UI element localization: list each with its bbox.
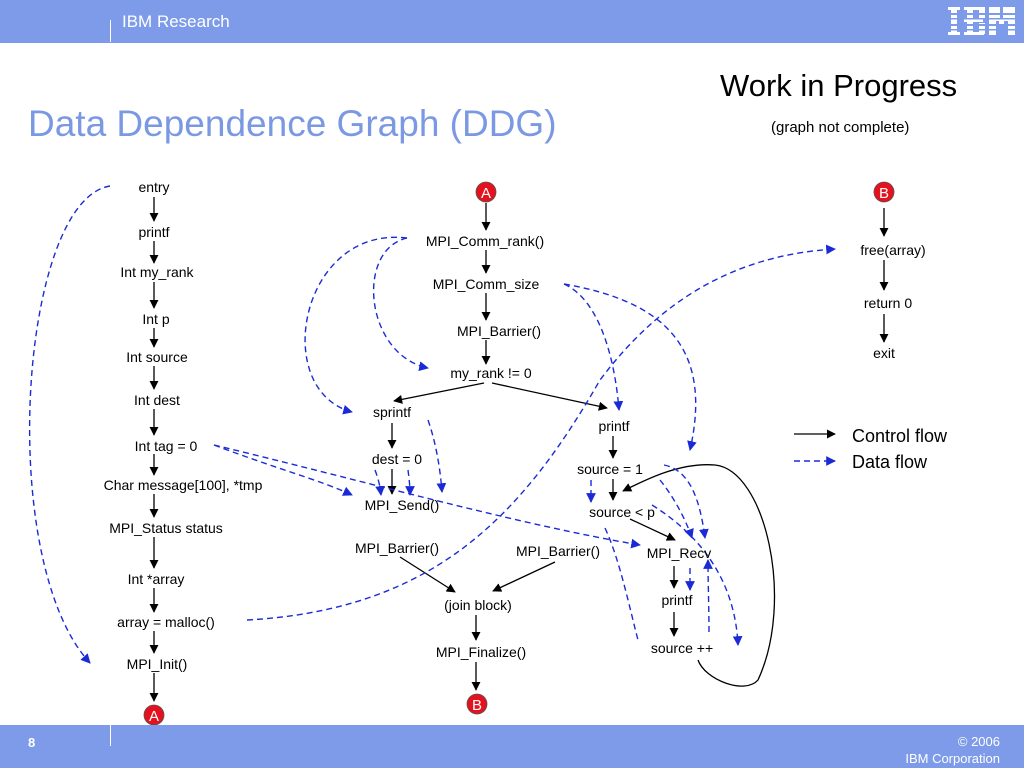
node-int-p: Int p (142, 311, 169, 327)
copyright-corp: IBM Corporation (905, 751, 1000, 766)
node-my-rank-ne0: my_rank != 0 (450, 365, 532, 381)
badge-b-bottom: B (466, 693, 488, 715)
node-exit: exit (873, 345, 895, 361)
copyright: © 2006 IBM Corporation (905, 733, 1000, 767)
node-barrier-right: MPI_Barrier() (516, 543, 600, 559)
badge-a-top: A (475, 181, 497, 203)
node-dest-0: dest = 0 (372, 451, 422, 467)
ibm-logo (946, 7, 1018, 35)
footer-divider (110, 725, 111, 746)
node-printf-right: printf (598, 418, 629, 434)
node-source-inc: source ++ (651, 640, 713, 656)
node-comm-size: MPI_Comm_size (433, 276, 540, 292)
node-barrier-mid: MPI_Barrier() (457, 323, 541, 339)
node-barrier-left: MPI_Barrier() (355, 540, 439, 556)
status-note: (graph not complete) (771, 119, 910, 136)
badge-b-top: B (873, 181, 895, 203)
legend-control-flow: Control flow (852, 426, 948, 446)
status-heading: Work in Progress (720, 68, 958, 103)
node-mpi-finalize: MPI_Finalize() (436, 644, 526, 660)
data-flow-edges (28, 185, 836, 664)
node-mpi-send: MPI_Send() (365, 497, 440, 513)
header-bar: IBM Research (0, 0, 1024, 43)
node-int-tag: Int tag = 0 (135, 438, 198, 454)
node-mpi-recv: MPI_Recv (647, 545, 712, 561)
node-printf-inner: printf (661, 592, 692, 608)
node-int-dest: Int dest (134, 392, 180, 408)
badge-a-bottom-label: A (149, 708, 159, 725)
badge-b-top-label: B (879, 185, 889, 202)
node-int-my-rank: Int my_rank (120, 264, 194, 280)
node-array-malloc: array = malloc() (117, 614, 215, 630)
footer-bar: 8 © 2006 IBM Corporation (0, 725, 1024, 768)
badge-a-top-label: A (481, 185, 491, 202)
node-char-message: Char message[100], *tmp (104, 477, 263, 493)
legend-data-flow: Data flow (852, 452, 928, 472)
page-number: 8 (28, 735, 36, 750)
header-divider (110, 20, 111, 42)
node-int-source: Int source (126, 349, 188, 365)
badge-a-bottom: A (143, 704, 165, 726)
node-comm-rank: MPI_Comm_rank() (426, 233, 544, 249)
header-org: IBM Research (122, 12, 230, 31)
node-source-lt-p: source < p (589, 504, 655, 520)
node-mpi-status: MPI_Status status (109, 520, 223, 536)
node-join-block: (join block) (444, 597, 512, 613)
node-free-array: free(array) (860, 242, 925, 258)
node-sprintf: sprintf (373, 404, 411, 420)
node-source-1: source = 1 (577, 461, 643, 477)
node-mpi-init: MPI_Init() (127, 656, 188, 672)
node-printf: printf (138, 224, 169, 240)
node-return-0: return 0 (864, 295, 912, 311)
page-title: Data Dependence Graph (DDG) (28, 103, 557, 144)
control-flow-edges (149, 197, 889, 702)
node-entry: entry (138, 179, 169, 195)
badge-b-bottom-label: B (472, 697, 482, 714)
copyright-year: © 2006 (957, 734, 1000, 749)
node-int-array: Int *array (128, 571, 185, 587)
